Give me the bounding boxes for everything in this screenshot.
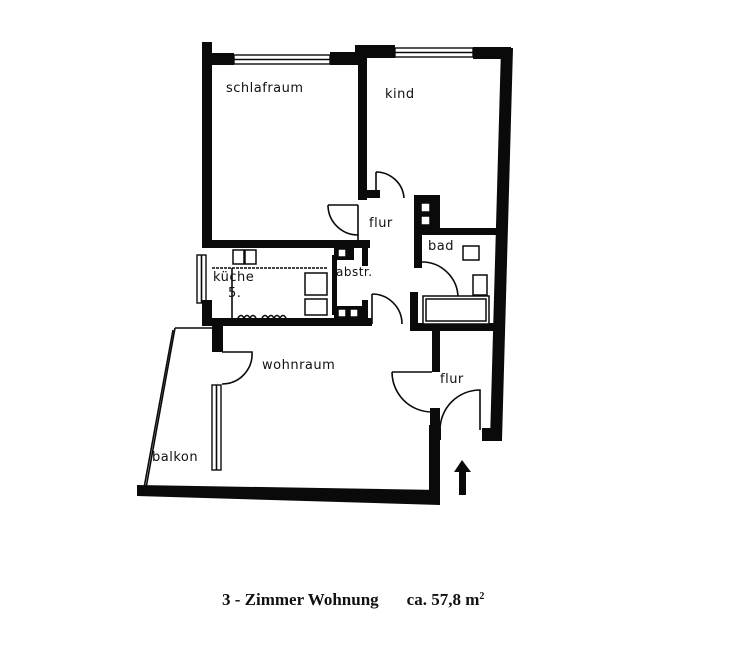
label-kueche-note: 5.	[228, 286, 241, 301]
entrance-arrow-icon	[454, 460, 471, 495]
label-bad: bad	[428, 239, 454, 254]
label-flur-lower: flur	[440, 372, 464, 387]
label-kueche: küche	[213, 270, 254, 285]
bath-fixtures	[422, 232, 490, 325]
label-flur-upper: flur	[369, 216, 393, 231]
outer-walls	[137, 42, 513, 505]
label-balkon: balkon	[152, 450, 198, 465]
kitchen-fixtures	[212, 249, 328, 320]
label-schlafraum: schlafraum	[226, 81, 304, 96]
room-labels: schlafraum kind flur bad küche 5. abstr.…	[152, 81, 464, 465]
caption-title: 3 - Zimmer Wohnung	[222, 590, 379, 609]
plan-caption: 3 - Zimmer Wohnung ca. 57,8 m2	[222, 590, 484, 610]
caption-area-value: ca. 57,8 m	[406, 590, 480, 609]
label-kind: kind	[385, 87, 415, 102]
doors	[221, 171, 481, 431]
caption-area: ca. 57,8 m2	[407, 590, 485, 609]
shafts	[332, 202, 431, 322]
balcony-outline	[143, 327, 212, 489]
label-abstr: abstr.	[336, 265, 373, 279]
inner-walls	[202, 55, 502, 433]
label-wohnraum: wohnraum	[262, 358, 335, 373]
caption-area-unit-sup: 2	[479, 591, 485, 602]
windows	[196, 47, 474, 471]
